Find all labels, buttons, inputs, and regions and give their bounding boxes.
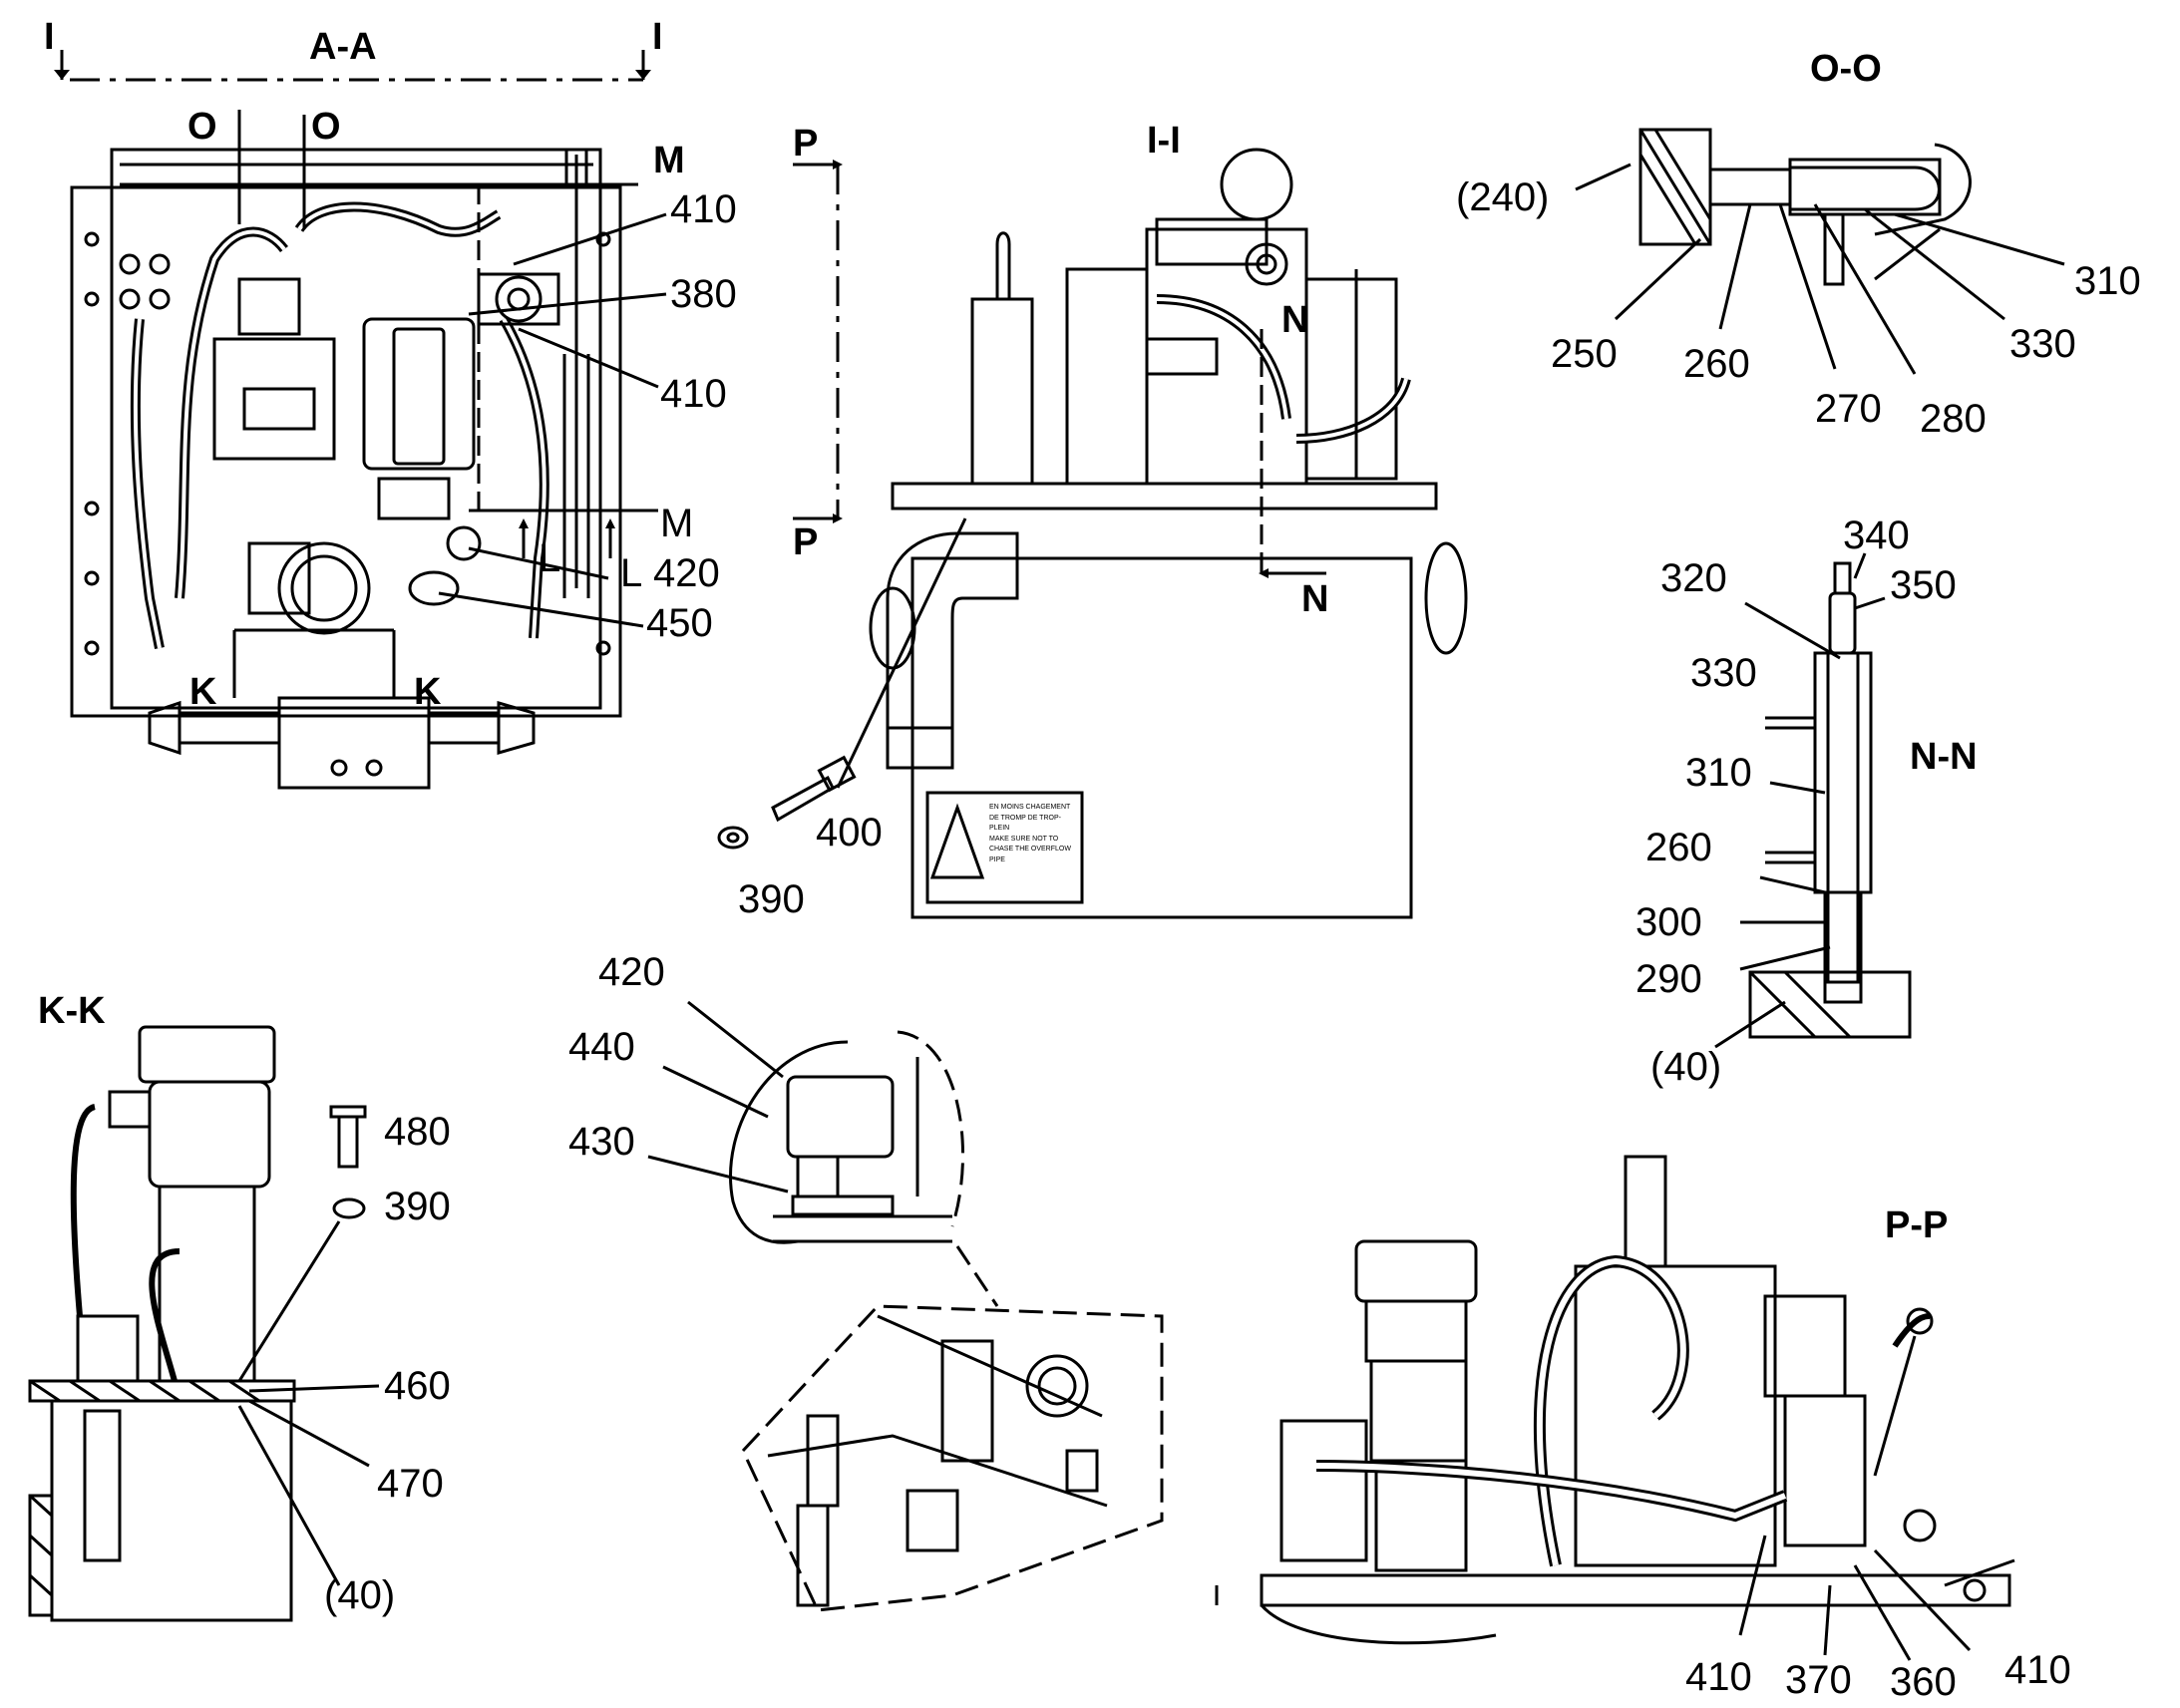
callout-310: 310	[2074, 259, 2141, 303]
section-title-a-a: A-A	[309, 26, 377, 68]
callout-480: 480	[384, 1110, 451, 1154]
view-o-o	[1575, 128, 2065, 375]
callout-450: 450	[646, 601, 713, 645]
view-i-i	[717, 148, 1468, 919]
view-k-k	[28, 1025, 380, 1622]
warning-line-3: PLEIN	[989, 825, 1010, 832]
callout-330: 330	[2009, 322, 2076, 366]
cut-mark-p-bottom: P	[793, 521, 819, 563]
callout-310-n: 310	[1685, 751, 1752, 795]
callout-260: 260	[1683, 342, 1750, 386]
callout-320: 320	[1660, 556, 1727, 600]
callout-390-k: 390	[384, 1185, 451, 1228]
callout-410-top: 410	[670, 187, 737, 231]
callout-440: 440	[568, 1025, 635, 1069]
cut-mark-k-left: K	[189, 671, 217, 713]
callout-420: 420	[653, 551, 720, 595]
warning-line-6: PIPE	[989, 855, 1005, 863]
callout-340: 340	[1843, 513, 1910, 557]
cut-mark-k-right: K	[414, 671, 442, 713]
cut-mark-i-right: I	[652, 16, 663, 58]
callout-300: 300	[1635, 900, 1702, 944]
section-title-k-k: K-K	[38, 990, 106, 1032]
cut-mark-o-right: O	[311, 106, 341, 148]
cut-mark-n-top: N	[1281, 299, 1309, 341]
callout-330-n: 330	[1690, 651, 1757, 695]
section-title-o-o: O-O	[1810, 48, 1882, 90]
section-title-i-i: I-I	[1147, 120, 1181, 162]
callout-470: 470	[377, 1462, 444, 1506]
view-n-n	[1714, 552, 1912, 1049]
callout-420-detail: 420	[598, 950, 665, 994]
callout-40-k: (40)	[324, 1573, 396, 1617]
callout-250: 250	[1551, 332, 1618, 376]
callout-370: 370	[1785, 1658, 1852, 1702]
callout-380: 380	[670, 272, 737, 316]
callout-390: 390	[738, 877, 805, 921]
callout-360: 360	[1890, 1660, 1957, 1704]
callout-240: (240)	[1456, 175, 1550, 219]
cut-mark-p-top: P	[793, 123, 819, 165]
callout-40-n: (40)	[1650, 1045, 1722, 1089]
warning-line-2: DE TROMP DE TROP-	[989, 814, 1061, 822]
callout-280: 280	[1920, 397, 1987, 441]
callout-410-p-right: 410	[2004, 1648, 2071, 1692]
section-title-n-n: N-N	[1910, 736, 1978, 778]
warning-line-1: EN MOINS CHAGEMENT	[989, 804, 1071, 811]
cut-mark-i-left: I	[44, 16, 55, 58]
view-p-p	[1215, 1155, 2015, 1661]
cut-mark-l-right: L	[620, 551, 643, 595]
view-detail	[647, 1000, 1164, 1612]
callout-410-mid: 410	[660, 372, 727, 416]
callout-270: 270	[1815, 387, 1882, 431]
view-a-a	[60, 50, 667, 790]
callout-400: 400	[816, 811, 883, 854]
cut-mark-o-left: O	[187, 106, 217, 148]
callout-430: 430	[568, 1120, 635, 1164]
section-title-p-p: P-P	[1885, 1204, 1949, 1246]
cut-mark-n-bottom: N	[1301, 578, 1329, 620]
callout-410-p-left: 410	[1685, 1655, 1752, 1699]
warning-line-4: MAKE SURE NOT TO	[989, 835, 1059, 843]
callout-460: 460	[384, 1364, 451, 1408]
callout-260-n: 260	[1645, 826, 1712, 869]
callout-350: 350	[1890, 563, 1957, 607]
cut-mark-l-left: L	[539, 536, 561, 580]
warning-label: EN MOINS CHAGEMENT DE TROMP DE TROP- PLE…	[989, 803, 1071, 865]
cut-mark-m-bottom: M	[660, 502, 694, 545]
cut-mark-m-top: M	[653, 140, 685, 181]
warning-line-5: CHASE THE OVERFLOW	[989, 846, 1071, 853]
callout-290: 290	[1635, 957, 1702, 1001]
